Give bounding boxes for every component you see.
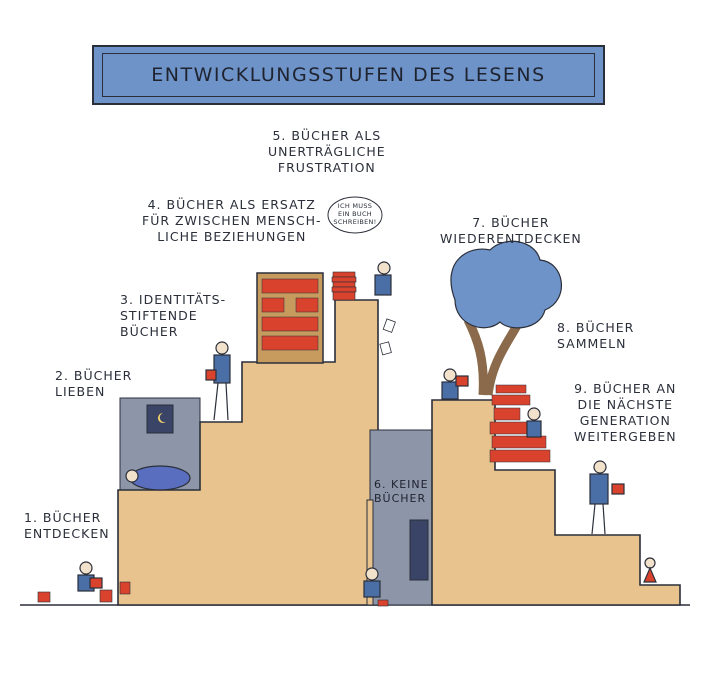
reader-3-leg [213, 382, 219, 421]
book-pile-stage8 [489, 384, 551, 463]
reader-1-head [79, 561, 93, 575]
scattered-books [37, 581, 389, 607]
moon-icon [158, 413, 166, 423]
child-dress [643, 566, 657, 583]
reader-6-head [365, 567, 379, 581]
reader-5-head [377, 261, 391, 275]
speech-bubble-text: ICH MUSS EIN BUCH SCHREIBEN! [333, 202, 377, 226]
reader-2-blanket [129, 465, 191, 491]
reader-9-leg [591, 503, 596, 535]
pit-wall [366, 499, 374, 606]
reader-9-body [589, 473, 609, 505]
stage-4-label: 4. BÜCHER ALS ERSATZ FÜR ZWISCHEN MENSCH… [142, 197, 322, 244]
reader-9-book-icon [611, 483, 625, 495]
reader-3-body [213, 354, 231, 384]
tree-trunk [463, 317, 525, 396]
reader-2-head [125, 469, 139, 483]
shelf-books [261, 278, 319, 351]
title-banner: ENTWICKLUNGSSTUFEN DES LESENS [92, 45, 605, 105]
reader-7-head [443, 368, 457, 382]
stage-9-label: 9. BÜCHER AN DIE NÄCHSTE GENERATION WEIT… [574, 381, 677, 444]
page-title: ENTWICKLUNGSSTUFEN DES LESENS [151, 64, 546, 86]
window-moon-icon [146, 404, 174, 434]
reader-3-leg [225, 382, 229, 421]
reader-3-book-icon [205, 369, 217, 381]
stage-6-label: 6. KEINE BÜCHER [374, 478, 429, 505]
reader-3-head [215, 341, 229, 355]
reader-5-body [374, 274, 392, 296]
reader-9-leg [602, 503, 606, 535]
stage-5-label: 5. BÜCHER ALS UNERTRÄGLICHE FRUSTRATION [268, 128, 386, 175]
stage-7-label: 7. BÜCHER WIEDERENTDECKEN [440, 215, 582, 246]
readers [77, 261, 657, 598]
reader-6-body [363, 580, 381, 598]
reader-9-head [593, 460, 607, 474]
reader-8-head [527, 407, 541, 421]
reader-7-body [441, 381, 459, 400]
reader-8-body [526, 420, 542, 438]
speech-bubble [327, 196, 383, 234]
pit-door [409, 519, 429, 581]
title-banner-frame: ENTWICKLUNGSSTUFEN DES LESENS [102, 53, 595, 97]
left-staircase [117, 299, 379, 606]
reader-7-book-icon [455, 375, 469, 387]
stage-3-label: 3. IDENTITÄTS- STIFTENDE BÜCHER [120, 292, 227, 339]
stage-1-label: 1. BÜCHER ENTDECKEN [24, 510, 110, 541]
book-stack-stage5 [331, 271, 357, 301]
falling-papers [379, 318, 396, 356]
tree-canopy [450, 240, 562, 329]
stage-2-label: 2. BÜCHER LIEBEN [55, 368, 133, 399]
reader-1-book-icon [89, 577, 103, 589]
stage-8-label: 8. BÜCHER SAMMELN [557, 320, 635, 351]
